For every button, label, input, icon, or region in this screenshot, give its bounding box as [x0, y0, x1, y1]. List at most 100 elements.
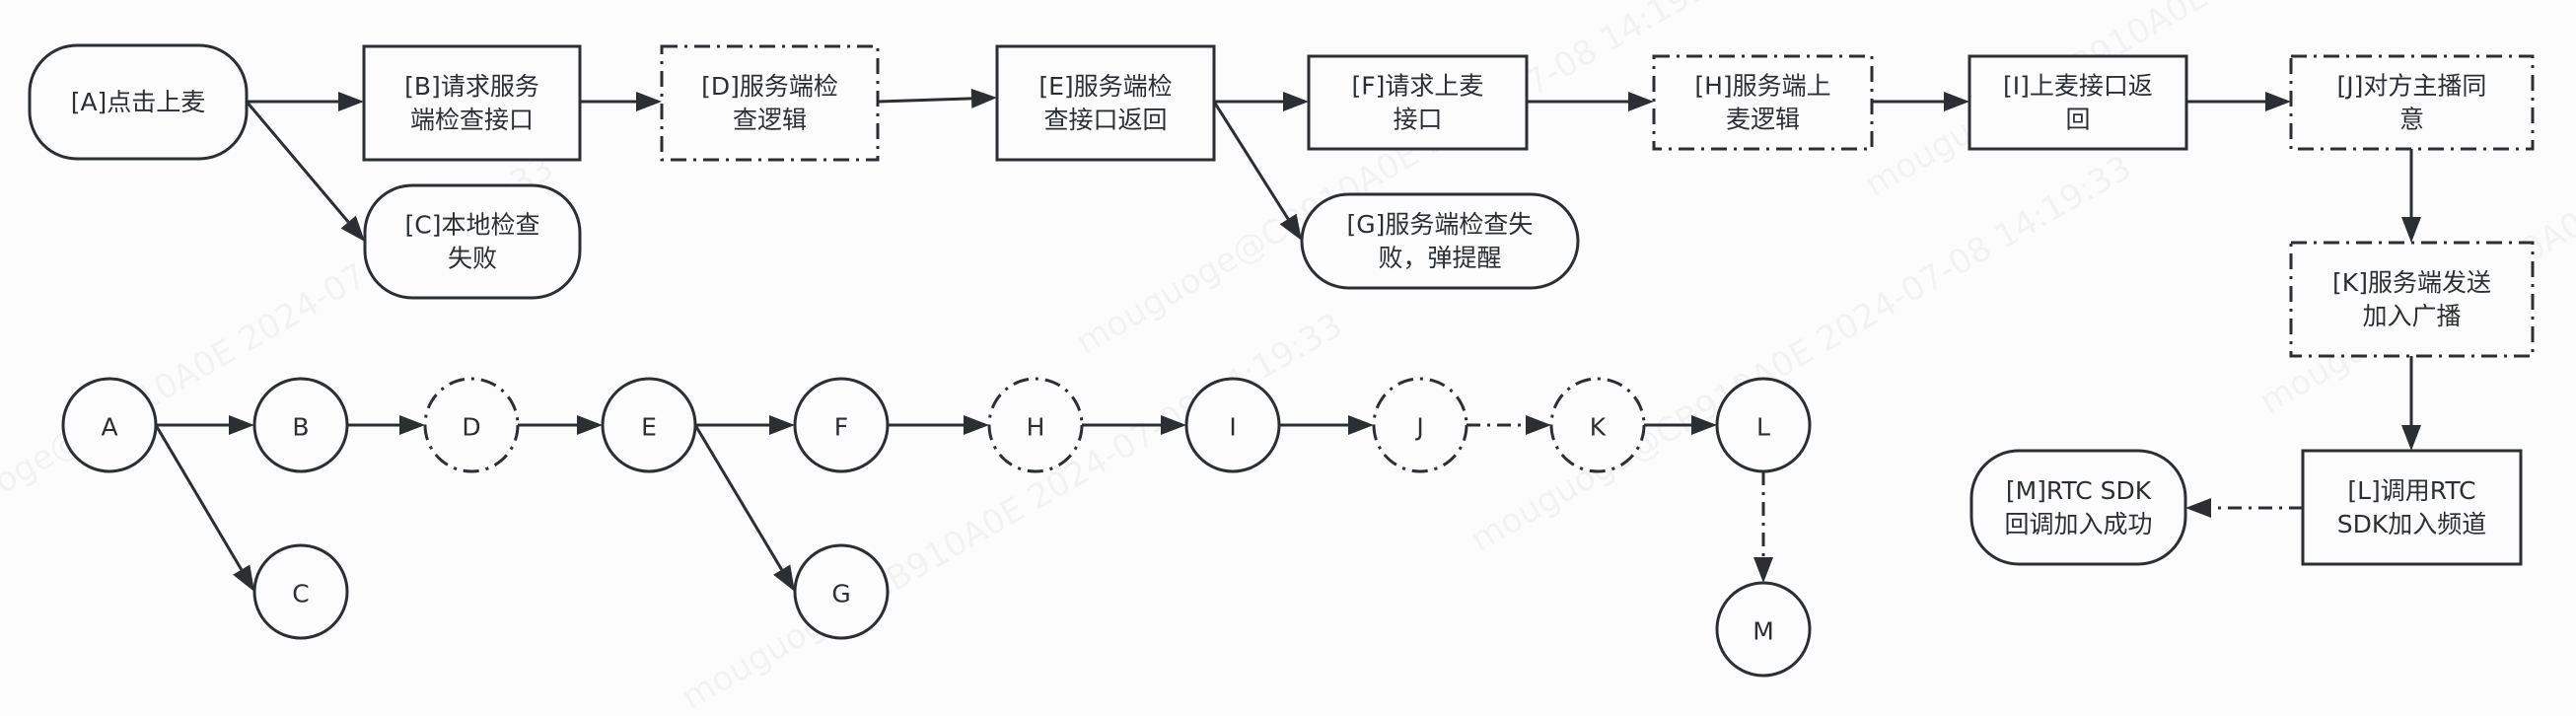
flow-node-a[interactable]: [A]点击上麦: [28, 43, 249, 161]
graph-node-l[interactable]: L: [1715, 377, 1812, 473]
flow-node-label: 查逻辑: [733, 106, 807, 134]
graph-node-circle: [1372, 377, 1468, 473]
graph-nodes: A B CD E F G H I J K L M: [61, 377, 1812, 678]
graph-node-j[interactable]: J: [1372, 377, 1468, 473]
flow-node-label: 端检查接口: [410, 106, 534, 134]
flow-node-label: [M]RTC SDK: [2006, 476, 2152, 505]
graph-edge-f-h: [888, 415, 989, 435]
flow-node-label: [F]请求上麦: [1352, 72, 1484, 101]
graph-node-label: B: [292, 413, 309, 442]
flow-node-label: [E]服务端检: [1038, 72, 1172, 101]
terminal-shape: [1969, 449, 2187, 566]
graph-edge-a-b: [156, 415, 254, 435]
graph-node-i[interactable]: I: [1184, 377, 1281, 473]
flow-edge-j-k: [2401, 149, 2421, 243]
graph-edge-e-g: [693, 424, 795, 592]
flow-edge-a-c: [245, 101, 365, 242]
flow-node-label: 回: [2065, 106, 2090, 134]
graph-node-circle: [1715, 581, 1812, 678]
process-box: [2301, 449, 2523, 566]
graph-edge-arrowhead-icon: [577, 415, 603, 435]
flow-edge-arrowhead-icon: [2265, 92, 2291, 111]
flow-edge-line: [877, 97, 972, 104]
graph-node-a[interactable]: A: [61, 377, 158, 473]
flow-edge-arrowhead-icon: [338, 92, 364, 111]
graph-edge-e-f: [695, 415, 795, 435]
flow-edge-l-m: [2185, 498, 2303, 518]
graph-node-m[interactable]: M: [1715, 581, 1812, 678]
flow-edge-arrowhead-icon: [2185, 498, 2211, 518]
flow-edge-arrowhead-icon: [1944, 92, 1969, 111]
graph-node-circle: [793, 377, 890, 473]
flow-node-label: 败，弹提醒: [1378, 244, 1501, 272]
graph-edge-arrowhead-icon: [1161, 415, 1186, 435]
flow-edge-e-f: [1214, 92, 1309, 111]
graph-node-label: H: [1027, 413, 1045, 442]
flow-node-label: [D]服务端检: [701, 72, 838, 101]
flow-edge-a-b: [247, 92, 364, 111]
flow-node-label: [B]请求服务: [404, 72, 539, 101]
graph-node-circle: [793, 543, 890, 640]
graph-edge-arrowhead-icon: [229, 415, 254, 435]
graph-node-k[interactable]: K: [1549, 377, 1646, 473]
graph-node-d[interactable]: D: [423, 377, 520, 473]
graph-node-label: J: [1414, 413, 1423, 442]
flowchart-edges: [245, 88, 2421, 518]
graph-node-label: E: [641, 413, 657, 442]
flow-edge-arrowhead-icon: [340, 215, 365, 242]
graph-edge-arrowhead-icon: [1348, 415, 1374, 435]
watermark-text: mouguoge@CB910A0E 2024-07-08 14:19:33: [676, 306, 1350, 716]
flow-node-label: 失败: [448, 245, 497, 273]
graph-node-g[interactable]: G: [793, 543, 890, 640]
graph-node-label: I: [1229, 413, 1236, 442]
flow-node-label: [H]服务端上: [1694, 72, 1830, 101]
graph-node-c[interactable]: C: [252, 543, 349, 640]
process-box: [995, 44, 1216, 162]
graph-node-circle: [601, 377, 697, 473]
graph-node-circle: [423, 377, 520, 473]
graph-node-circle: [252, 543, 349, 640]
flow-node-label: 接口: [1393, 106, 1442, 134]
terminal-shape: [1300, 192, 1580, 290]
flow-edge-h-i: [1872, 92, 1969, 111]
flow-node-label: 意: [2399, 106, 2424, 134]
flow-node-label: 麦逻辑: [1726, 106, 1800, 134]
graph-node-e[interactable]: E: [601, 377, 697, 473]
terminal-shape: [363, 183, 582, 300]
graph-node-label: F: [834, 413, 848, 442]
graph-edge-line: [693, 424, 783, 571]
graph-node-b[interactable]: B: [252, 377, 349, 473]
graph-edge-arrowhead-icon: [1753, 557, 1773, 583]
graph-node-h[interactable]: H: [987, 377, 1084, 473]
graph-edge-a-c: [154, 424, 254, 592]
terminal-shape: [28, 43, 249, 161]
graph-edge-d-e: [518, 415, 603, 435]
graph-node-f[interactable]: F: [793, 377, 890, 473]
flow-edge-b-d: [580, 92, 662, 111]
graph-node-label: A: [101, 413, 117, 442]
graph-node-label: K: [1590, 413, 1607, 442]
flow-edge-f-h: [1527, 92, 1654, 111]
graph-edge-h-i: [1082, 415, 1186, 435]
process-box: [2289, 54, 2535, 151]
flow-edge-k-l: [2401, 356, 2421, 451]
graph-edge-arrowhead-icon: [773, 564, 795, 592]
flow-node-label: [A]点击上麦: [71, 88, 206, 116]
graph-edge-arrowhead-icon: [399, 415, 425, 435]
graph-edges: [154, 415, 1773, 592]
flow-edge-arrowhead-icon: [636, 92, 662, 111]
flow-edge-arrowhead-icon: [1628, 92, 1654, 111]
